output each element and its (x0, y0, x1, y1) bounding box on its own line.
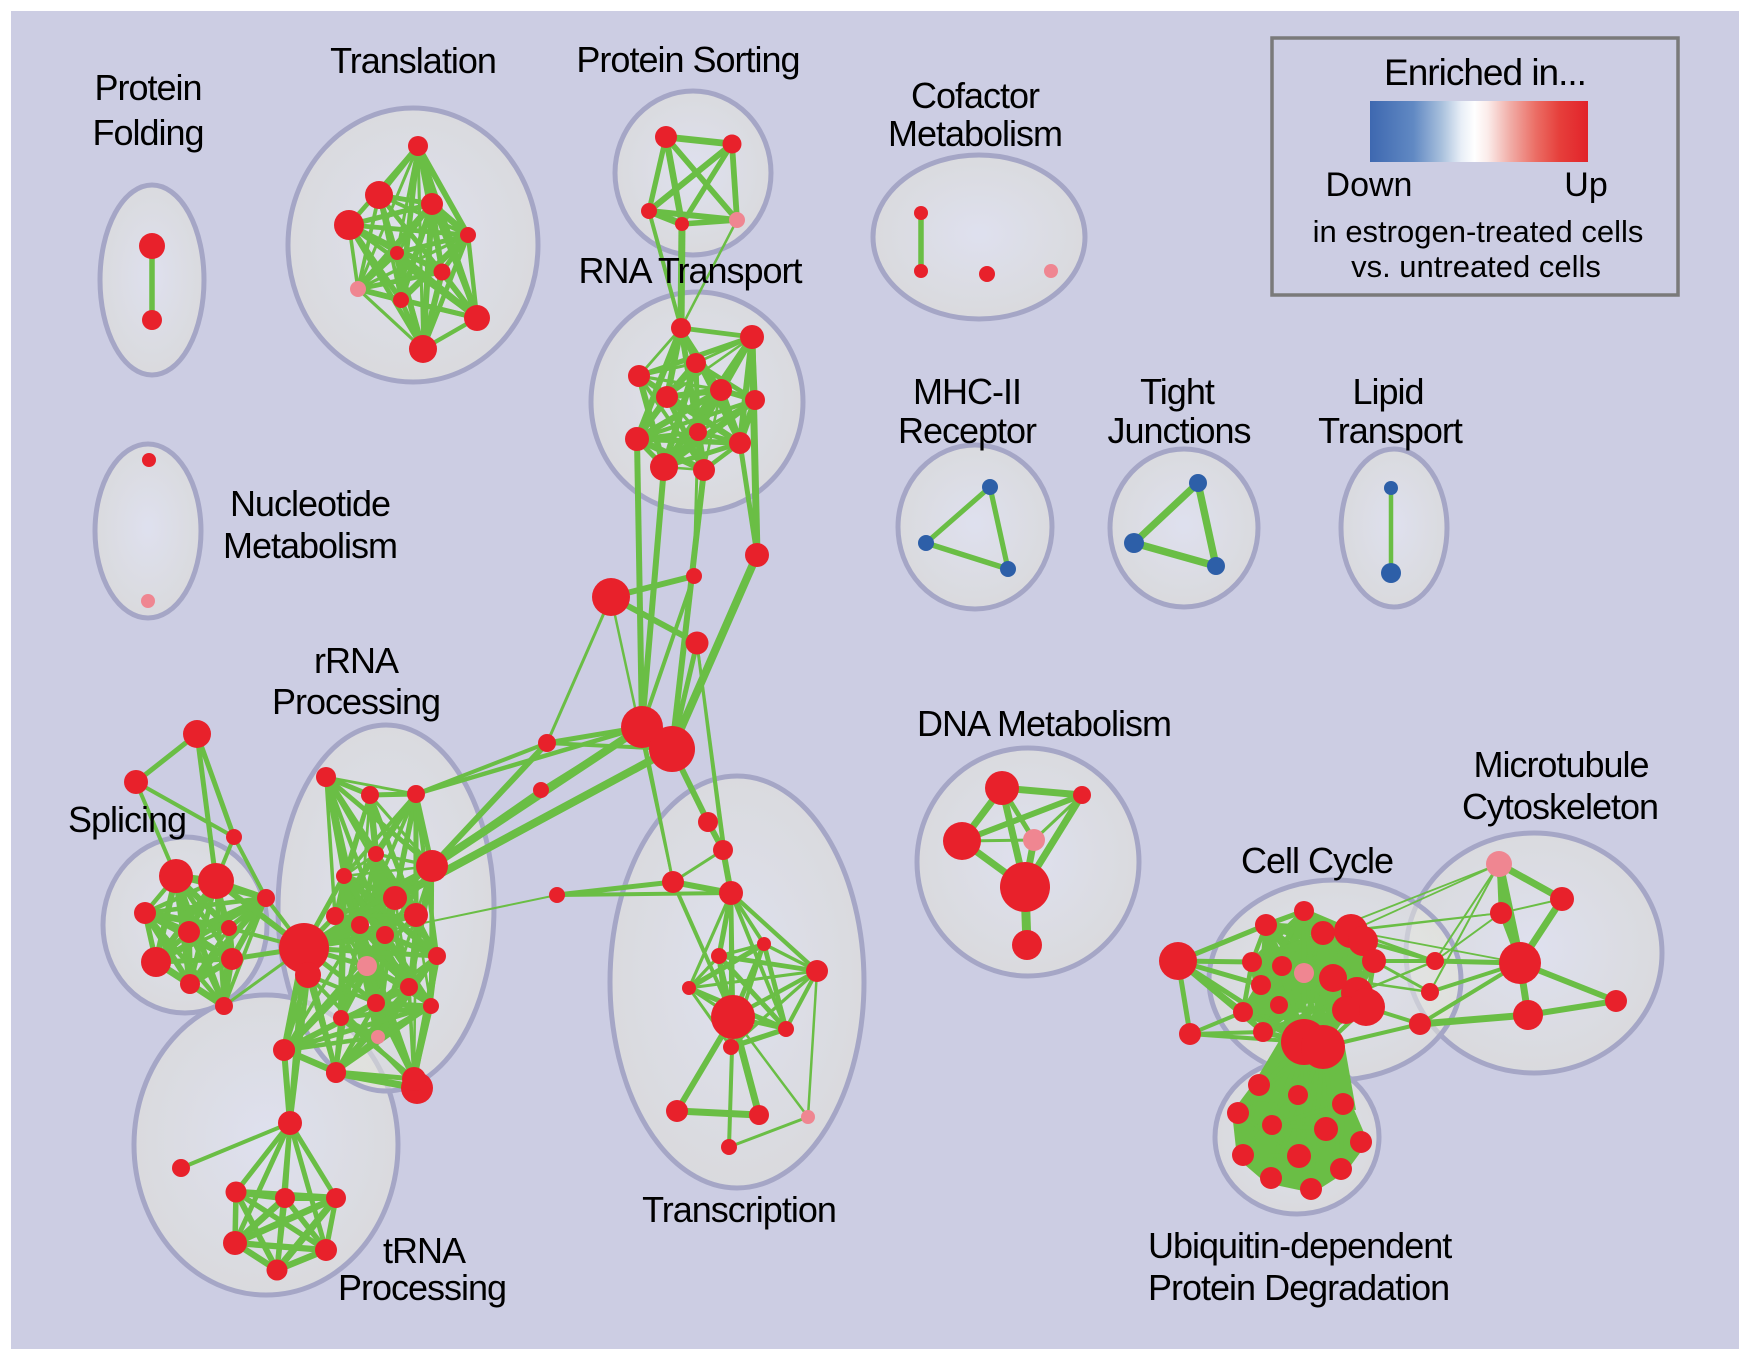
svg-text:Microtubule: Microtubule (1473, 744, 1648, 785)
svg-text:DNA Metabolism: DNA Metabolism (917, 703, 1171, 744)
svg-text:Cofactor: Cofactor (911, 75, 1040, 116)
svg-text:Tight: Tight (1140, 371, 1215, 412)
svg-text:in estrogen-treated cells: in estrogen-treated cells (1313, 214, 1644, 249)
svg-text:tRNA: tRNA (383, 1230, 466, 1271)
svg-text:Transport: Transport (1318, 410, 1463, 451)
svg-text:Folding: Folding (92, 112, 203, 153)
svg-text:Splicing: Splicing (68, 799, 186, 840)
svg-text:Transcription: Transcription (642, 1189, 836, 1230)
svg-text:rRNA: rRNA (314, 640, 399, 681)
svg-text:Processing: Processing (338, 1267, 506, 1308)
svg-text:Cytoskeleton: Cytoskeleton (1462, 786, 1658, 827)
svg-text:Enriched in...: Enriched in... (1384, 52, 1586, 93)
svg-text:MHC-II: MHC-II (913, 371, 1021, 412)
svg-text:Protein: Protein (94, 67, 201, 108)
svg-text:Protein Degradation: Protein Degradation (1148, 1267, 1449, 1308)
svg-text:Translation: Translation (330, 40, 496, 81)
svg-text:Metabolism: Metabolism (888, 113, 1062, 154)
svg-text:Up: Up (1564, 166, 1607, 204)
svg-text:Receptor: Receptor (898, 410, 1037, 451)
svg-text:Processing: Processing (272, 681, 440, 722)
svg-text:Metabolism: Metabolism (223, 525, 397, 566)
svg-text:Ubiquitin-dependent: Ubiquitin-dependent (1148, 1225, 1452, 1266)
svg-text:Cell Cycle: Cell Cycle (1241, 840, 1393, 881)
svg-text:RNA Transport: RNA Transport (578, 250, 802, 291)
svg-text:Down: Down (1326, 166, 1413, 204)
svg-text:Protein Sorting: Protein Sorting (576, 39, 799, 80)
svg-text:Junctions: Junctions (1107, 410, 1250, 451)
svg-text:Lipid: Lipid (1352, 371, 1423, 412)
svg-text:vs. untreated cells: vs. untreated cells (1351, 249, 1601, 284)
svg-text:Nucleotide: Nucleotide (230, 483, 390, 524)
